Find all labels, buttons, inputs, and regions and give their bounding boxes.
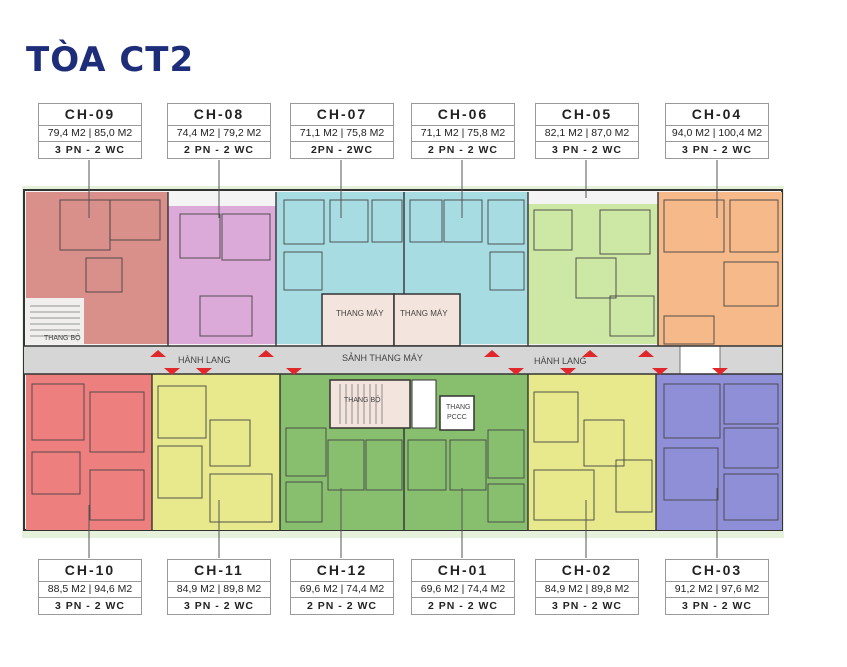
unit-card-ch-10: CH-10 88,5 M2 | 94,6 M2 3 PN - 2 WC [38,559,142,615]
stair-left-steps [30,305,80,337]
corridor-center-label: SẢNH THANG MÁY [342,353,423,363]
unit-code: CH-11 [168,560,270,582]
unit-ch-11-area [152,374,280,530]
unit-card-ch-04: CH-04 94,0 M2 | 100,4 M2 3 PN - 2 WC [665,103,769,159]
unit-rooms: 3 PN - 2 WC [682,144,752,156]
unit-area: 88,5 M2 | 94,6 M2 [39,581,141,598]
page-title: TÒA CT2 [26,40,195,80]
unit-card-ch-12: CH-12 69,6 M2 | 74,4 M2 2 PN - 2 WC [290,559,394,615]
stair-left-label: THANG BỘ [44,335,81,342]
unit-rooms: 2 PN - 2 WC [428,144,498,156]
unit-rooms: 3 PN - 2 WC [55,144,125,156]
fire-lift-area [439,395,475,431]
stair-center-steps [339,384,383,424]
unit-card-ch-02: CH-02 84,9 M2 | 89,8 M2 3 PN - 2 WC [535,559,639,615]
unit-card-ch-03: CH-03 91,2 M2 | 97,6 M2 3 PN - 2 WC [665,559,769,615]
unit-area: 74,4 M2 | 79,2 M2 [168,125,270,142]
fire-lift-label-1: THANG [446,404,471,411]
unit-code: CH-09 [39,104,141,126]
unit-area: 79,4 M2 | 85,0 M2 [39,125,141,142]
room-lines [31,199,779,523]
unit-code: CH-05 [536,104,638,126]
fire-lift-label-2: PCCC [447,414,467,421]
lift-2-label: THANG MÁY [400,309,448,318]
unit-area: 91,2 M2 | 97,6 M2 [666,581,768,598]
unit-card-ch-05: CH-05 82,1 M2 | 87,0 M2 3 PN - 2 WC [535,103,639,159]
core-shaft [411,379,437,429]
lift-1-area [321,293,395,347]
unit-card-ch-01: CH-01 69,6 M2 | 74,4 M2 2 PN - 2 WC [411,559,515,615]
unit-rooms: 3 PN - 2 WC [552,600,622,612]
unit-rooms: 2PN - 2WC [310,144,374,156]
unit-area: 71,1 M2 | 75,8 M2 [412,125,514,142]
card-connectors [88,160,718,558]
lift-1-label: THANG MÁY [336,309,384,318]
unit-area: 69,6 M2 | 74,4 M2 [291,581,393,598]
unit-rooms: 2 PN - 2 WC [428,600,498,612]
unit-area: 94,0 M2 | 100,4 M2 [666,125,768,142]
unit-area: 82,1 M2 | 87,0 M2 [536,125,638,142]
stair-center-label: THANG BỘ [344,397,381,404]
unit-rooms: 3 PN - 2 WC [55,600,125,612]
unit-area: 84,9 M2 | 89,8 M2 [168,581,270,598]
unit-ch-05-area [528,204,658,344]
corridor-end [679,345,721,375]
lift-2-area [393,293,461,347]
unit-ch-02-area [528,374,656,530]
unit-rooms: 2 PN - 2 WC [184,144,254,156]
unit-code: CH-01 [412,560,514,582]
unit-code: CH-03 [666,560,768,582]
unit-code: CH-12 [291,560,393,582]
unit-code: CH-04 [666,104,768,126]
unit-card-ch-08: CH-08 74,4 M2 | 79,2 M2 2 PN - 2 WC [167,103,271,159]
partition-lines [24,192,782,530]
unit-code: CH-07 [291,104,393,126]
unit-code: CH-02 [536,560,638,582]
unit-card-ch-09: CH-09 79,4 M2 | 85,0 M2 3 PN - 2 WC [38,103,142,159]
unit-ch-04-area [658,192,782,348]
unit-code: CH-08 [168,104,270,126]
unit-area: 69,6 M2 | 74,4 M2 [412,581,514,598]
door-markers [150,350,728,375]
unit-ch-03-area [656,374,782,530]
unit-area: 71,1 M2 | 75,8 M2 [291,125,393,142]
unit-rooms: 3 PN - 2 WC [552,144,622,156]
unit-card-ch-07: CH-07 71,1 M2 | 75,8 M2 2PN - 2WC [290,103,394,159]
unit-rooms: 2 PN - 2 WC [307,600,377,612]
unit-rooms: 3 PN - 2 WC [682,600,752,612]
unit-area: 84,9 M2 | 89,8 M2 [536,581,638,598]
unit-code: CH-06 [412,104,514,126]
unit-rooms: 3 PN - 2 WC [184,600,254,612]
unit-card-ch-11: CH-11 84,9 M2 | 89,8 M2 3 PN - 2 WC [167,559,271,615]
corridor-right-label: HÀNH LANG [534,356,587,366]
corridor-left-label: HÀNH LANG [178,355,231,365]
unit-code: CH-10 [39,560,141,582]
unit-card-ch-06: CH-06 71,1 M2 | 75,8 M2 2 PN - 2 WC [411,103,515,159]
